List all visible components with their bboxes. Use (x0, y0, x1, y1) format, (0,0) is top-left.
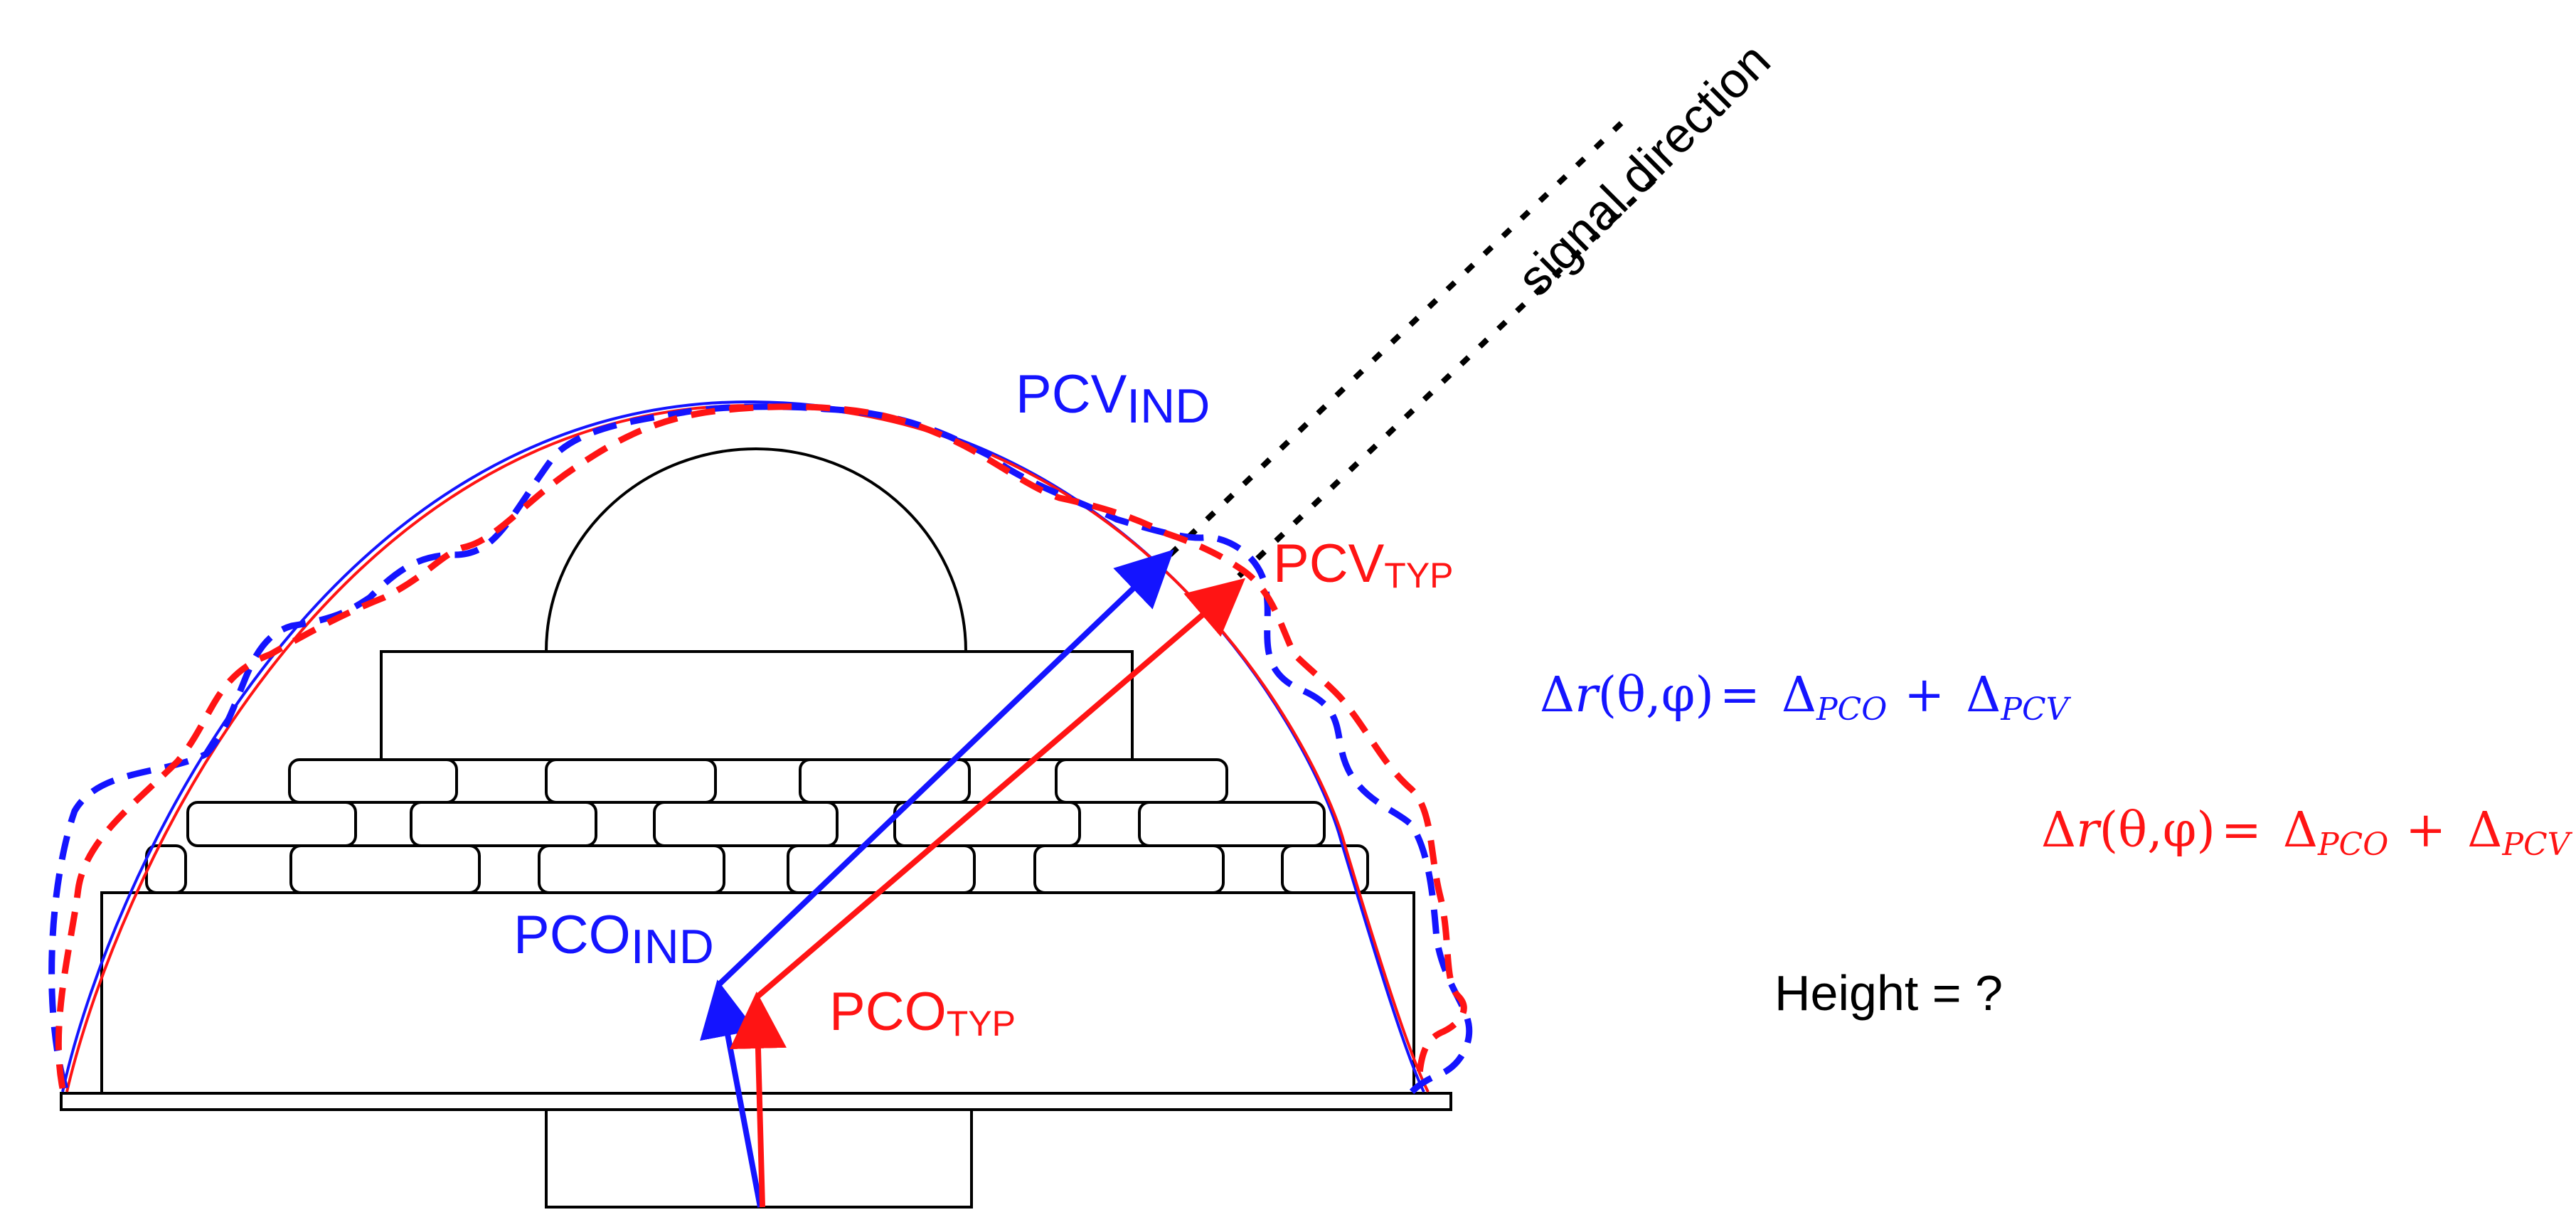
element-row1 (1033, 844, 1225, 894)
element-row3 (545, 758, 717, 804)
signal-line-2 (1237, 169, 1666, 578)
element-row3 (288, 758, 458, 804)
pco-ind-label: PCOIND (513, 905, 714, 974)
pcv-ind-arrow (716, 549, 1174, 987)
element-row1 (289, 844, 481, 894)
element-row1 (538, 844, 725, 894)
element-row1 (787, 844, 976, 894)
radome-dome (544, 447, 968, 653)
height-label: Height = ? (1774, 965, 2003, 1021)
pcv-typ-label: PCVTYP (1273, 533, 1454, 595)
element-row2 (1138, 801, 1326, 847)
element-row3 (1055, 758, 1228, 804)
pcv-typ-arrow (755, 578, 1246, 1000)
pcv-ind-solid-curve (61, 400, 1425, 1093)
pco-ind-arrow (700, 979, 763, 1208)
equation-individual: Δr(θ,φ)=ΔPCO+ΔPCV (1540, 667, 2072, 728)
equation-typical: Δr(θ,φ)=ΔPCO+ΔPCV (2041, 802, 2573, 863)
pcv-typ-dashed-curve (55, 403, 1467, 1089)
vector-arrows (700, 549, 1246, 1208)
element-row2 (653, 801, 839, 847)
element-row1 (145, 844, 187, 894)
pcv-ind-label: PCVIND (1016, 364, 1210, 433)
signal-direction-lines (1168, 117, 1666, 578)
base-plate (60, 1092, 1452, 1111)
element-row2 (186, 801, 357, 847)
element-row2 (410, 801, 597, 847)
upper-housing (380, 650, 1134, 761)
signal-direction-label: signal direction (1506, 32, 1780, 306)
antenna-structure (60, 447, 1452, 1209)
pco-typ-arrow (729, 992, 787, 1208)
element-row2 (893, 801, 1081, 847)
pco-typ-label: PCOTYP (829, 982, 1016, 1043)
signal-line-1 (1168, 117, 1627, 557)
